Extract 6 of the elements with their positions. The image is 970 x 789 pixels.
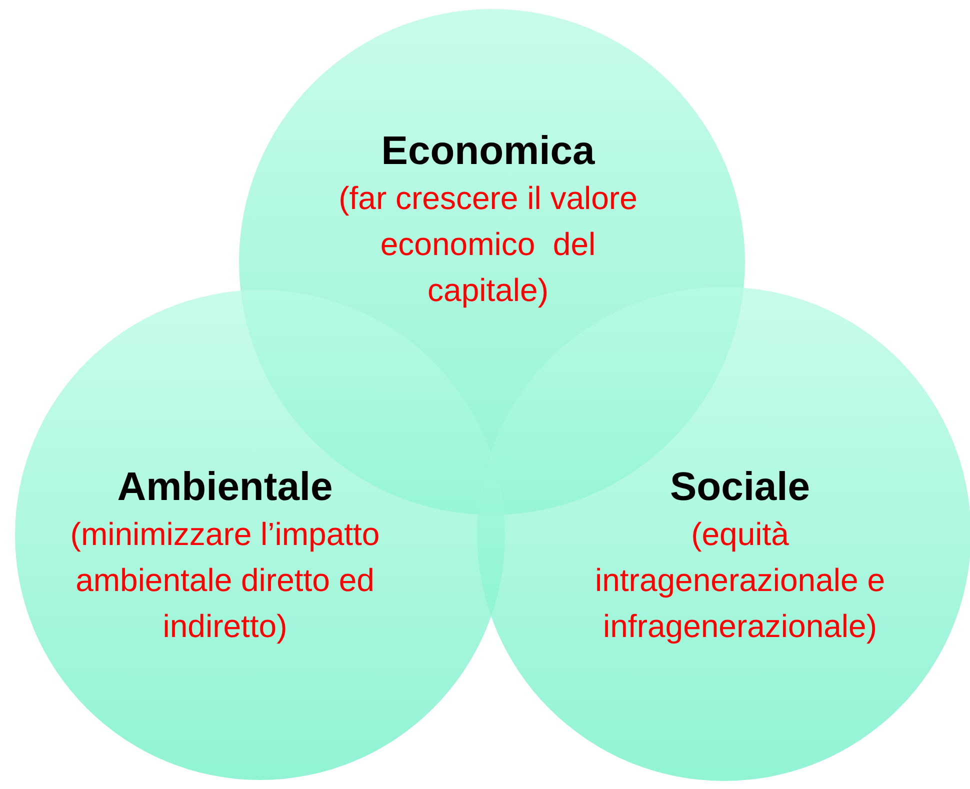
circle-description: (equità intragenerazionale e infragenerazionale) xyxy=(594,515,886,646)
circle-description: (far crescere il valore economico del capitale) xyxy=(338,179,638,310)
circle-description: (minimizzare l’impatto ambientale diretto ed indiretto) xyxy=(69,515,381,646)
circle-title: Ambientale xyxy=(117,464,333,511)
circle-title: Sociale xyxy=(670,464,810,511)
circle-title: Economica xyxy=(381,128,595,175)
